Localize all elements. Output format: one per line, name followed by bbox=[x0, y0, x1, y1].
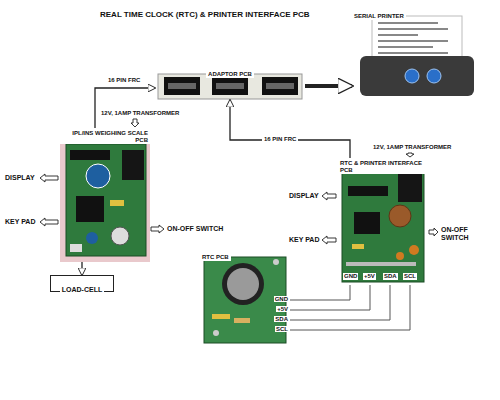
pin-name: GND bbox=[343, 273, 358, 280]
display-label: DISPLAY bbox=[4, 174, 36, 182]
connector-arrow bbox=[95, 88, 155, 128]
transformer-label: 12V, 1AMP TRANSFORMER bbox=[100, 110, 180, 117]
display-label: DISPLAY bbox=[288, 192, 320, 200]
rtc-printer-pcb: RTC & PRINTER INTERFACE PCB bbox=[338, 158, 428, 285]
pin-name: GND bbox=[262, 296, 290, 303]
cable-label: 16 PIN FRC bbox=[262, 136, 298, 142]
printer-photo: SERIAL PRINTER bbox=[352, 4, 478, 98]
signal-wire bbox=[290, 285, 350, 300]
cable-label: 16 PIN FRC bbox=[106, 77, 142, 83]
rtc-printer-pcb-picture bbox=[342, 172, 424, 282]
weighing-scale-pcb: IPL/INS WEIGHING SCALE PCB bbox=[60, 128, 150, 262]
node-label: SERIAL PRINTER bbox=[352, 13, 406, 20]
adaptor-pcb: ADAPTOR PCB bbox=[155, 62, 305, 100]
load-cell-box: LOAD-CELL bbox=[50, 275, 114, 292]
pin-name: +5V bbox=[262, 306, 290, 313]
signal-wire bbox=[290, 285, 410, 330]
pin-name: SCL bbox=[262, 326, 290, 333]
connector-arrow bbox=[230, 100, 350, 158]
pin-name: SCL bbox=[403, 273, 417, 280]
signal-wire bbox=[290, 285, 390, 320]
diagram-title: REAL TIME CLOCK (RTC) & PRINTER INTERFAC… bbox=[100, 10, 310, 19]
transformer-label: 12V, 1AMP TRANSFORMER bbox=[372, 144, 452, 151]
pin-name: +5V bbox=[363, 273, 376, 280]
node-label: ADAPTOR PCB bbox=[206, 71, 254, 78]
switch-label: ON-OFF SWITCH bbox=[440, 226, 496, 242]
switch-label: ON-OFF SWITCH bbox=[166, 225, 224, 233]
weighing-pcb-picture bbox=[60, 136, 150, 262]
node-label: RTC & PRINTER INTERFACE PCB bbox=[338, 160, 428, 174]
printer-picture bbox=[360, 16, 474, 96]
keypad-label: KEY PAD bbox=[288, 236, 320, 244]
hollow-arrow bbox=[40, 119, 438, 244]
node-label: LOAD-CELL bbox=[60, 286, 104, 294]
connector-arrow bbox=[305, 84, 352, 88]
signal-wire bbox=[290, 285, 370, 310]
connector-arrow bbox=[81, 262, 82, 275]
pin-name: SDA bbox=[383, 273, 398, 280]
pin-name: SDA bbox=[262, 316, 290, 323]
node-label: IPL/INS WEIGHING SCALE PCB bbox=[60, 130, 150, 144]
node-label: RTC PCB bbox=[200, 254, 231, 261]
keypad-label: KEY PAD bbox=[4, 218, 36, 226]
